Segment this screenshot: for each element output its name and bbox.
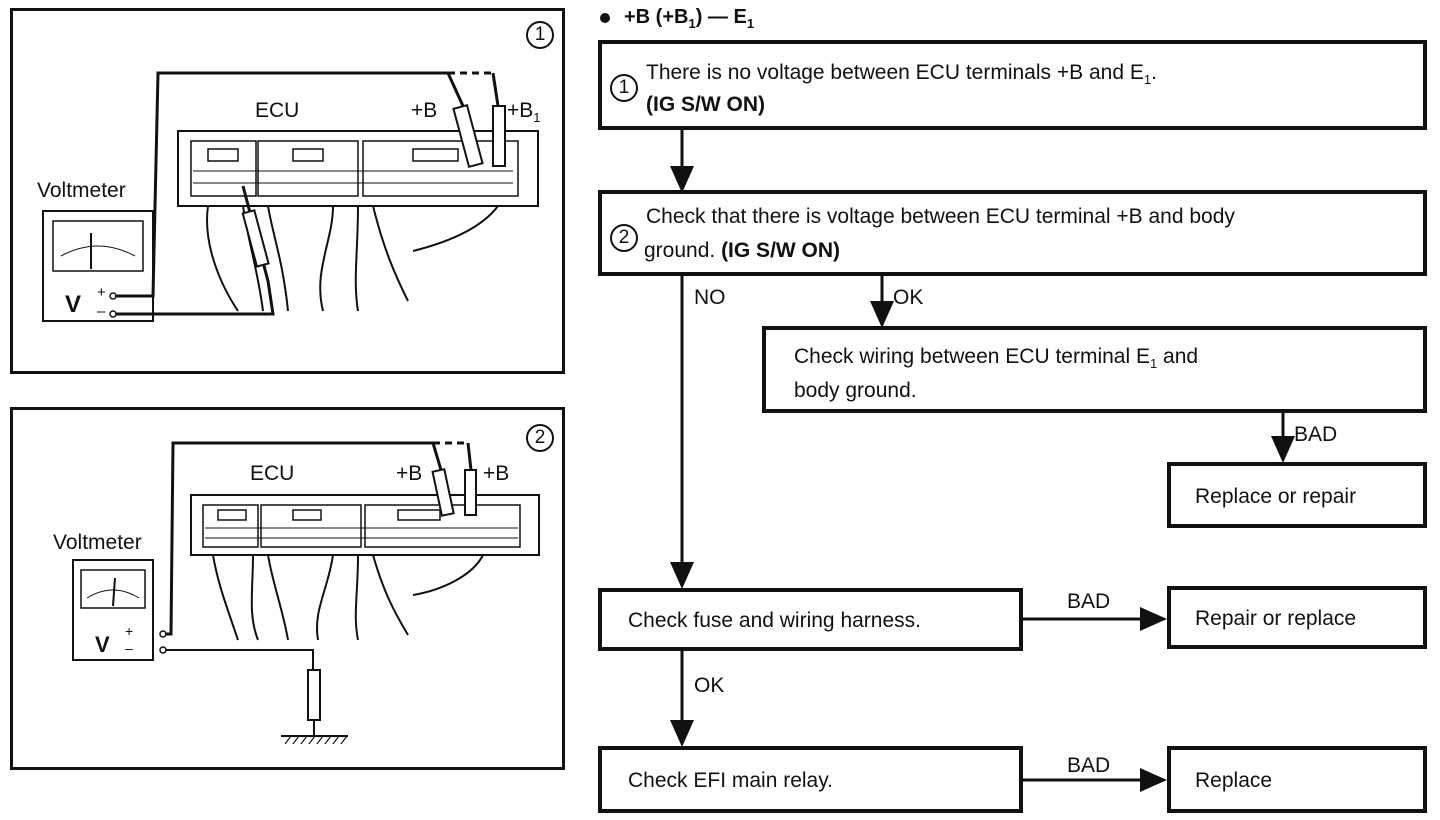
step1-number-badge: 1 [610,74,638,102]
flowchart-heading: +B (+B1) — E1 [600,6,754,31]
voltmeter-ecu-illustration-2 [72,441,540,745]
check-wiring-line1: Check wiring between ECU terminal E1 and [794,345,1199,372]
plus-terminal-label: + [125,623,134,639]
check-fuse-text: Check fuse and wiring harness. [628,609,921,632]
voltmeter-v-label: V [65,291,82,318]
step1-line2: (IG S/W ON) [646,93,765,116]
check-efi-relay-text: Check EFI main relay. [628,769,834,792]
check-fuse-box: Check fuse and wiring harness. [598,588,1023,651]
bad-branch-label-1: BAD [1294,423,1338,446]
check-wiring-box: Check wiring between ECU terminal E1 and… [762,326,1427,413]
plus-b1-label: +B1 [507,99,541,126]
check-wiring-line2: body ground. [794,379,917,402]
plus-b-label: +B [396,462,423,485]
step2-line1: Check that there is voltage between ECU … [646,205,1235,228]
diagram-panel-1: 1 ECU +B +B1 Voltmeter V + – [10,8,565,374]
plus-b-label: +B [411,99,438,122]
voltmeter-label: Voltmeter [37,179,126,202]
minus-terminal-label: – [125,640,133,656]
step2-line2: ground. (IG S/W ON) [644,239,841,262]
step1-box: 1 There is no voltage between ECU termin… [598,40,1427,130]
bad-branch-label-3: BAD [1067,754,1111,777]
step2-number-badge: 2 [610,224,638,252]
step1-line1: There is no voltage between ECU terminal… [646,61,1157,88]
ecu-label: ECU [250,462,295,485]
minus-terminal-label: – [97,303,106,320]
no-branch-label: NO [694,286,726,309]
check-efi-relay-box: Check EFI main relay. [598,746,1023,813]
panel-number-badge: 2 [526,424,554,452]
bullet-icon [600,12,610,23]
ecu-label: ECU [255,99,300,122]
repair-or-replace-box: Repair or replace [1167,586,1427,649]
step2-box: 2 Check that there is voltage between EC… [598,190,1427,276]
voltmeter-ecu-illustration-1 [42,71,539,322]
voltmeter-v-label: V [95,632,110,657]
voltmeter-label: Voltmeter [53,531,142,554]
repair-or-replace-text: Repair or replace [1195,607,1357,630]
plus-terminal-label: + [97,284,106,301]
panel-number-badge: 1 [526,21,554,49]
replace-or-repair-text: Replace or repair [1195,485,1357,508]
ok-branch-label-1: OK [893,286,924,309]
diagram-panel-2: 2 ECU +B +B Voltmeter V + – [10,407,565,770]
bad-branch-label-2: BAD [1067,590,1111,613]
replace-box: Replace [1167,746,1427,813]
ok-branch-label-2: OK [694,674,725,697]
plus-b-label-second: +B [483,462,510,485]
replace-or-repair-box: Replace or repair [1167,462,1427,528]
replace-text: Replace [1195,769,1273,792]
